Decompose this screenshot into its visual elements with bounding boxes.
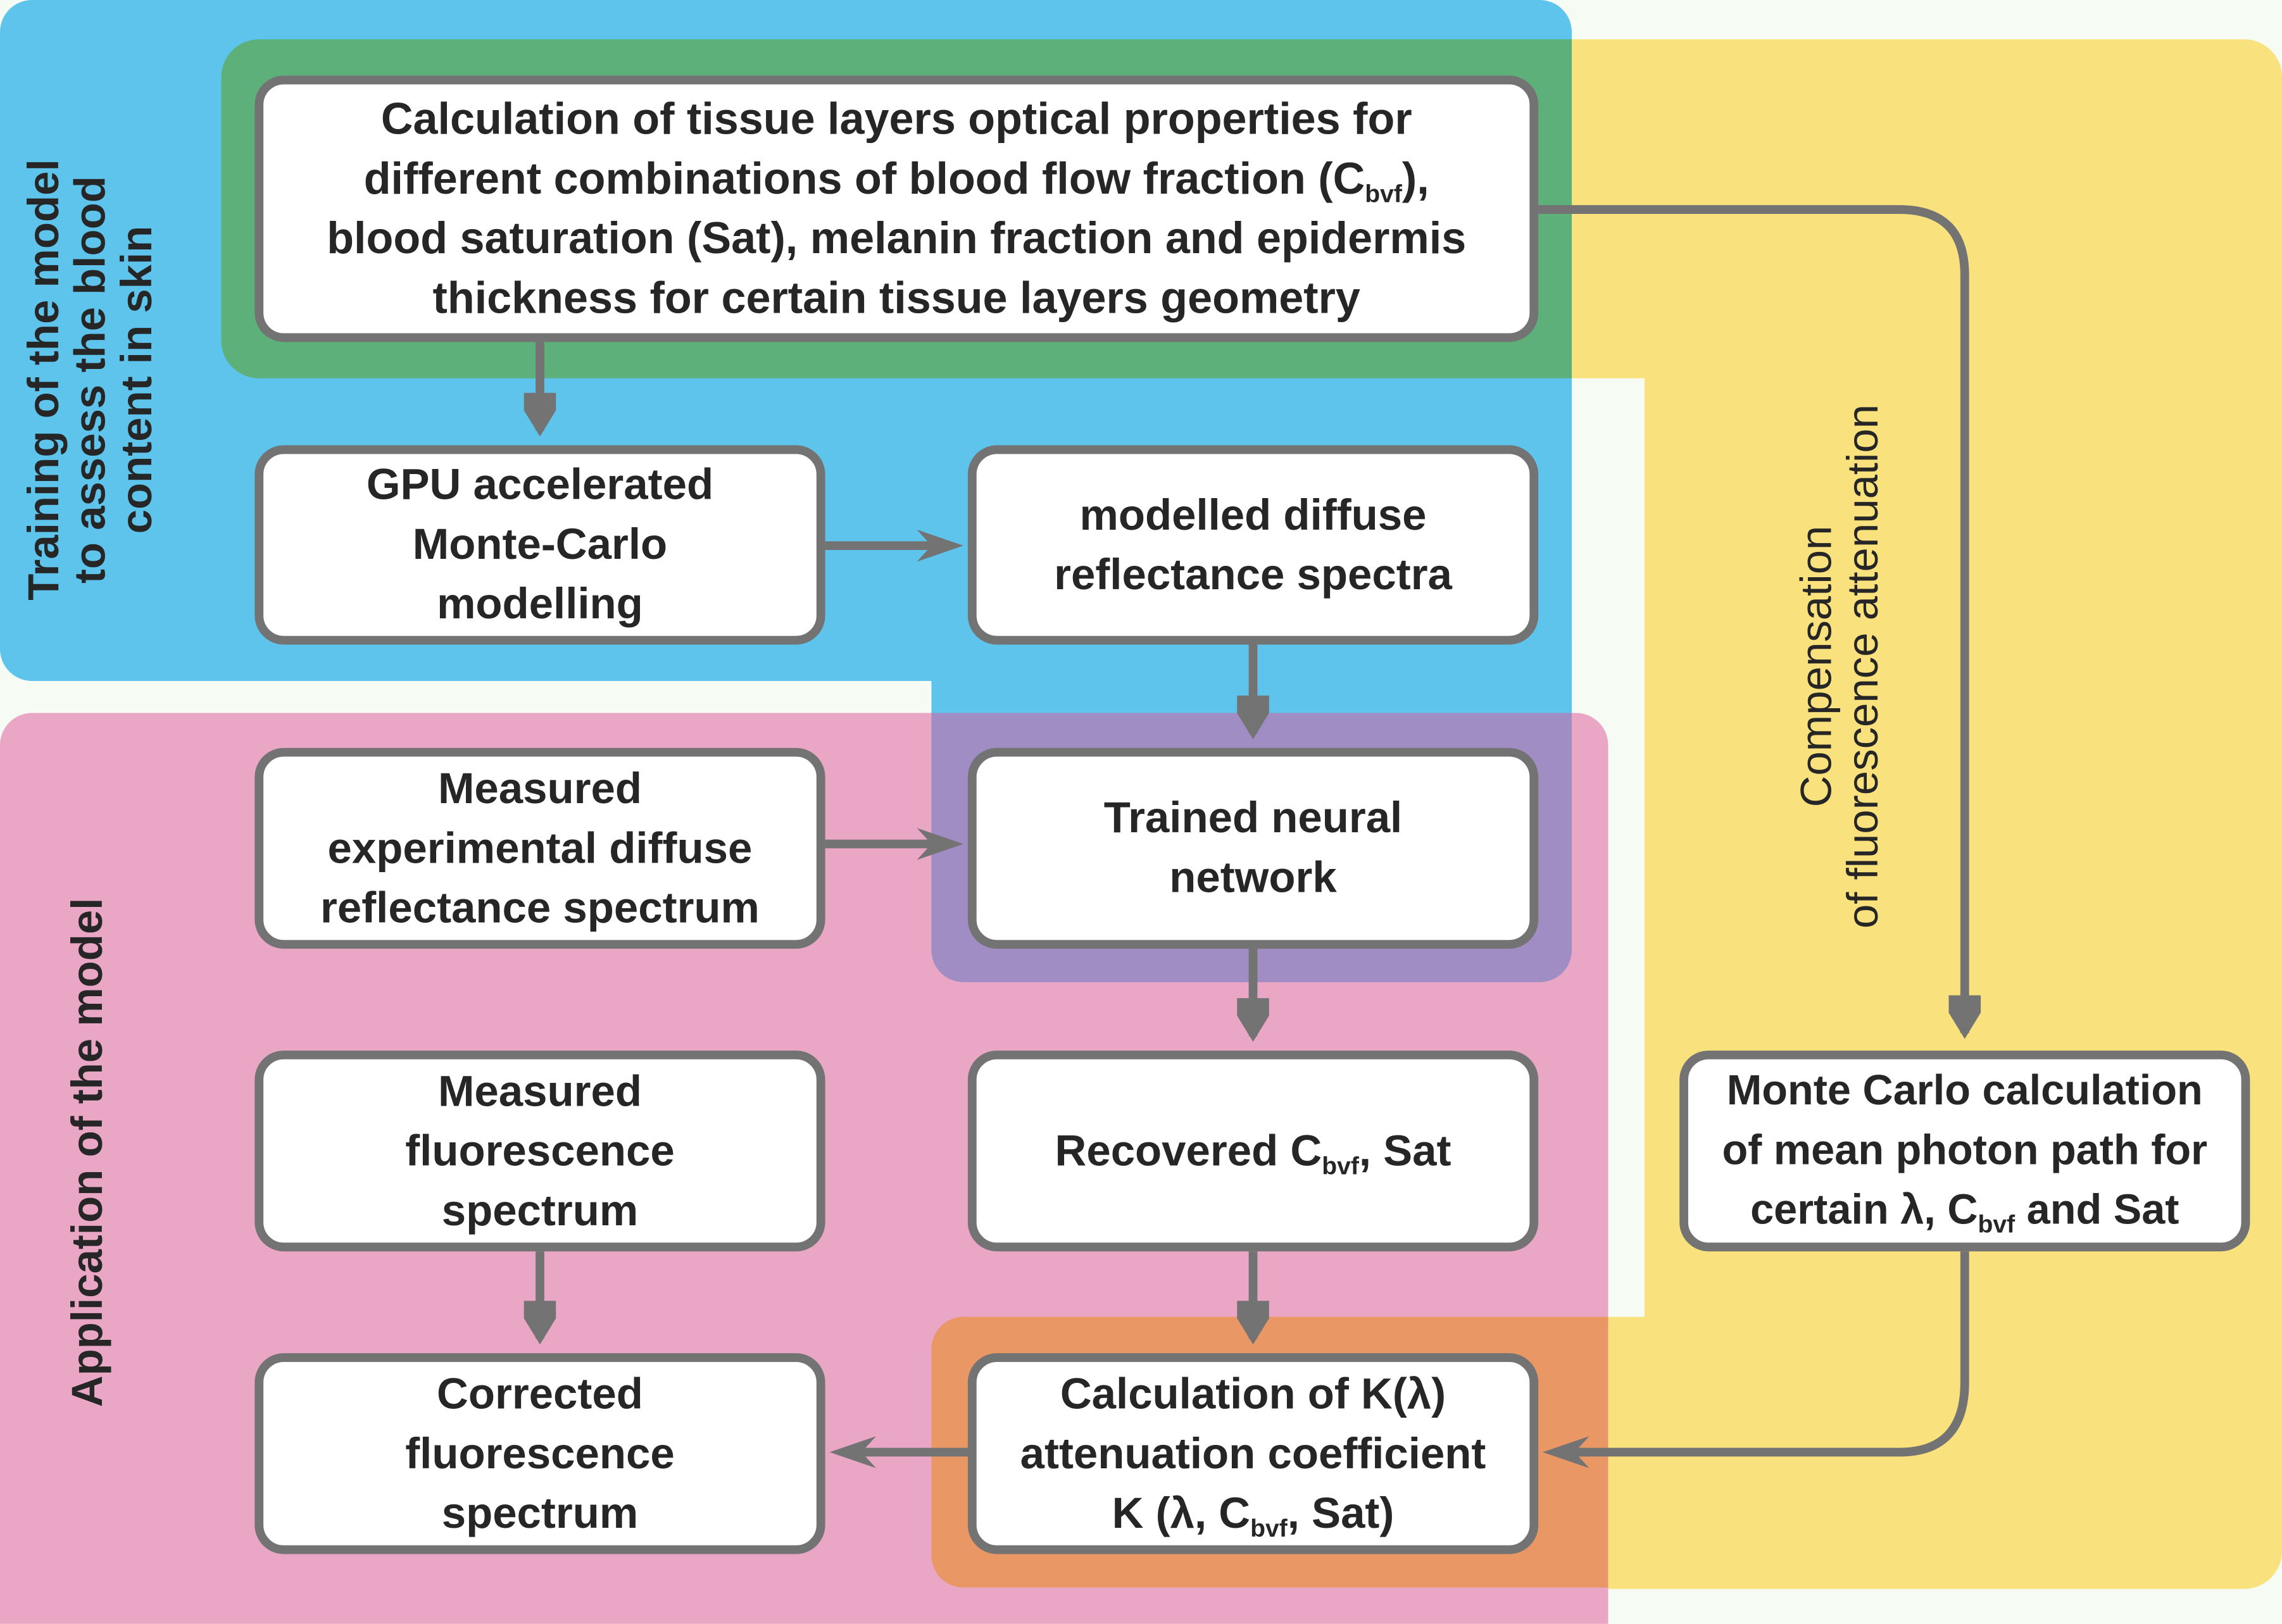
- subscript: bvf: [1978, 1209, 2016, 1238]
- gpu-monte-carlo-text: GPU accelerated Monte-Carlo modelling: [366, 461, 714, 629]
- attenuation-line-2: attenuation coefficient: [1020, 1429, 1486, 1478]
- text: , Sat: [1358, 1127, 1451, 1175]
- arrowhead-right: [917, 828, 964, 860]
- attenuation-line-3: K (λ, Cbvf, Sat): [1020, 1483, 1486, 1543]
- modelled-spectra-box: modelled diffuse reflectance spectra: [967, 445, 1539, 645]
- corrected-fluorescence-box: Corrected fluorescence spectrum: [254, 1353, 825, 1554]
- attenuation-coefficient-box: Calculation of K(λ) attenuation coeffici…: [967, 1353, 1539, 1554]
- measured-fluorescence-box: Measured fluorescence spectrum: [254, 1050, 825, 1252]
- mean-photon-path-line-1: Monte Carlo calculation: [1726, 1067, 2203, 1114]
- text: , Sat): [1287, 1489, 1395, 1537]
- arrowhead-down: [1237, 998, 1269, 1042]
- arrowhead-down: [1237, 695, 1269, 739]
- gpu-monte-carlo-box: GPU accelerated Monte-Carlo modelling: [254, 445, 825, 645]
- arrowhead-down: [1237, 1301, 1269, 1345]
- arrowhead-left: [1543, 1436, 1589, 1468]
- mean-photon-path-box: Monte Carlo calculation of mean photon p…: [1679, 1050, 2250, 1252]
- text: K (λ, C: [1112, 1489, 1251, 1537]
- connector-montecarlo-to-calc: [1557, 1251, 1969, 1457]
- tissue-properties-line-4: thickness for certain tissue layers geom…: [432, 273, 1360, 323]
- arrowhead-right: [917, 529, 964, 562]
- tissue-properties-line-1: Calculation of tissue layers optical pro…: [380, 94, 1412, 144]
- trained-network-text: Trained neural network: [1103, 794, 1403, 903]
- text: ),: [1401, 153, 1429, 203]
- measured-fluorescence-text: Measured fluorescence spectrum: [405, 1067, 675, 1235]
- text: certain λ, C: [1750, 1186, 1978, 1234]
- attenuation-line-1: Calculation of K(λ): [1060, 1370, 1446, 1418]
- arrowhead-left: [829, 1436, 877, 1468]
- recovered-params-text: Recovered Cbvf, Sat: [1055, 1121, 1451, 1180]
- tissue-properties-line-3: blood saturation (Sat), melanin fraction…: [327, 213, 1467, 263]
- tissue-properties-line-2: different combinations of blood flow fra…: [327, 149, 1466, 209]
- arrowhead-down: [1948, 995, 1981, 1039]
- subscript: bvf: [1365, 179, 1402, 208]
- trained-network-box: Trained neural network: [967, 747, 1539, 949]
- arrowhead-down: [523, 392, 556, 437]
- tissue-properties-box: Calculation of tissue layers optical pro…: [254, 75, 1539, 342]
- connector-tissue-to-montecarlo: [1538, 205, 1969, 1034]
- modelled-spectra-text: modelled diffuse reflectance spectra: [1054, 490, 1452, 599]
- corrected-fluorescence-text: Corrected fluorescence spectrum: [405, 1370, 675, 1537]
- text: different combinations of blood flow fra…: [363, 153, 1365, 203]
- mean-photon-path-line-3: certain λ, Cbvf and Sat: [1722, 1181, 2207, 1240]
- arrowhead-down: [523, 1301, 556, 1345]
- subscript: bvf: [1250, 1514, 1288, 1542]
- measured-reflectance-box: Measured experimental diffuse reflectanc…: [254, 747, 825, 949]
- text: Recovered C: [1055, 1127, 1322, 1175]
- subscript: bvf: [1322, 1151, 1359, 1180]
- measured-reflectance-text: Measured experimental diffuse reflectanc…: [320, 765, 760, 932]
- text: and Sat: [2015, 1186, 2179, 1234]
- recovered-params-box: Recovered Cbvf, Sat: [967, 1050, 1539, 1252]
- mean-photon-path-line-2: of mean photon path for: [1722, 1127, 2208, 1174]
